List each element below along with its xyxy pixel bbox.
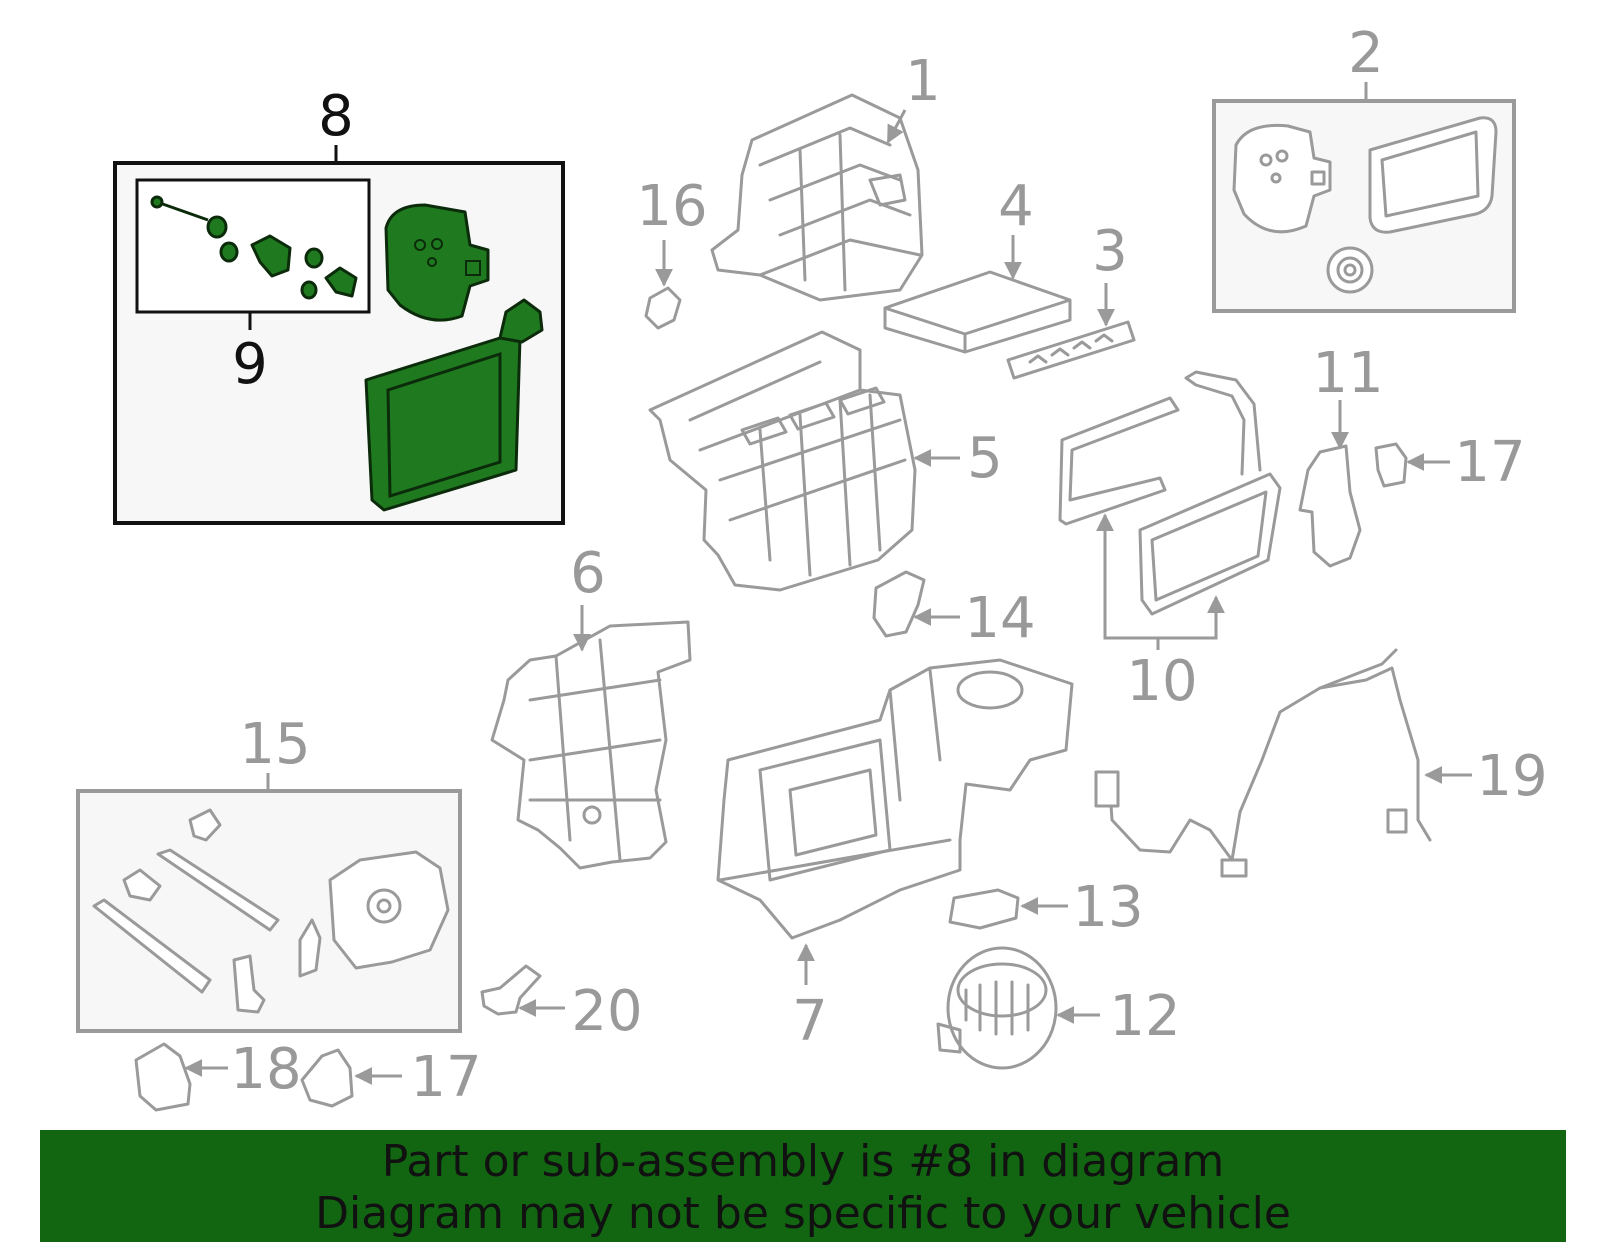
part-19-wire-harness[interactable] [1094,648,1432,878]
part-10-heater-core[interactable] [1058,370,1282,616]
part-6-duct[interactable] [490,620,692,870]
callout-12: 12 [1109,984,1180,1049]
part-11-duct[interactable] [1298,444,1362,568]
part-8-group[interactable]: 8 9 [113,84,565,525]
callout-3: 3 [1092,219,1128,284]
part-17-actuator-bottom[interactable] [300,1048,354,1108]
part-9-hardware[interactable] [150,195,358,300]
callout-13: 13 [1072,875,1143,940]
callout-15: 15 [239,712,310,777]
callout-14: 14 [964,586,1035,651]
callout-8: 8 [318,84,354,149]
part-4-filter[interactable] [883,270,1072,354]
callout-9: 9 [232,332,268,397]
part-1-upper-case[interactable] [710,93,924,302]
callout-20: 20 [571,979,642,1044]
info-banner: Part or sub-assembly is #8 in diagram Di… [40,1130,1566,1242]
callout-10: 10 [1126,649,1197,714]
part-20-sensor[interactable] [480,964,542,1016]
callout-1: 1 [905,49,941,114]
banner-line-2: Diagram may not be specific to your vehi… [315,1188,1291,1239]
part-2-group[interactable]: 2 [1212,21,1516,313]
part-15-group[interactable]: 15 [76,712,462,1033]
part-18-actuator[interactable] [134,1042,192,1112]
callout-2: 2 [1348,21,1384,86]
part-5-heater-case[interactable] [648,330,917,592]
part-14-actuator[interactable] [872,570,926,638]
banner-line-1: Part or sub-assembly is #8 in diagram [381,1136,1225,1187]
callout-6: 6 [570,541,606,606]
part-3-seal[interactable] [1006,320,1136,380]
callout-11: 11 [1312,341,1383,406]
part-8-cover-plate[interactable] [384,203,490,322]
callout-17-bottom: 17 [410,1045,481,1110]
part-7-lower-case[interactable] [716,658,1074,940]
callout-17-right: 17 [1454,430,1525,495]
part-8-pipe-fitting [498,298,544,344]
part-17-actuator-right[interactable] [1374,442,1408,488]
part-13-resistor[interactable] [948,888,1020,930]
callout-7: 7 [792,989,828,1054]
part-12-blower-motor[interactable] [936,946,1058,1070]
part-16-clip[interactable] [644,286,682,330]
callout-5: 5 [967,426,1003,491]
callout-4: 4 [998,174,1034,239]
callout-19: 19 [1476,744,1547,809]
callout-16: 16 [636,174,707,239]
callout-18: 18 [230,1037,301,1102]
